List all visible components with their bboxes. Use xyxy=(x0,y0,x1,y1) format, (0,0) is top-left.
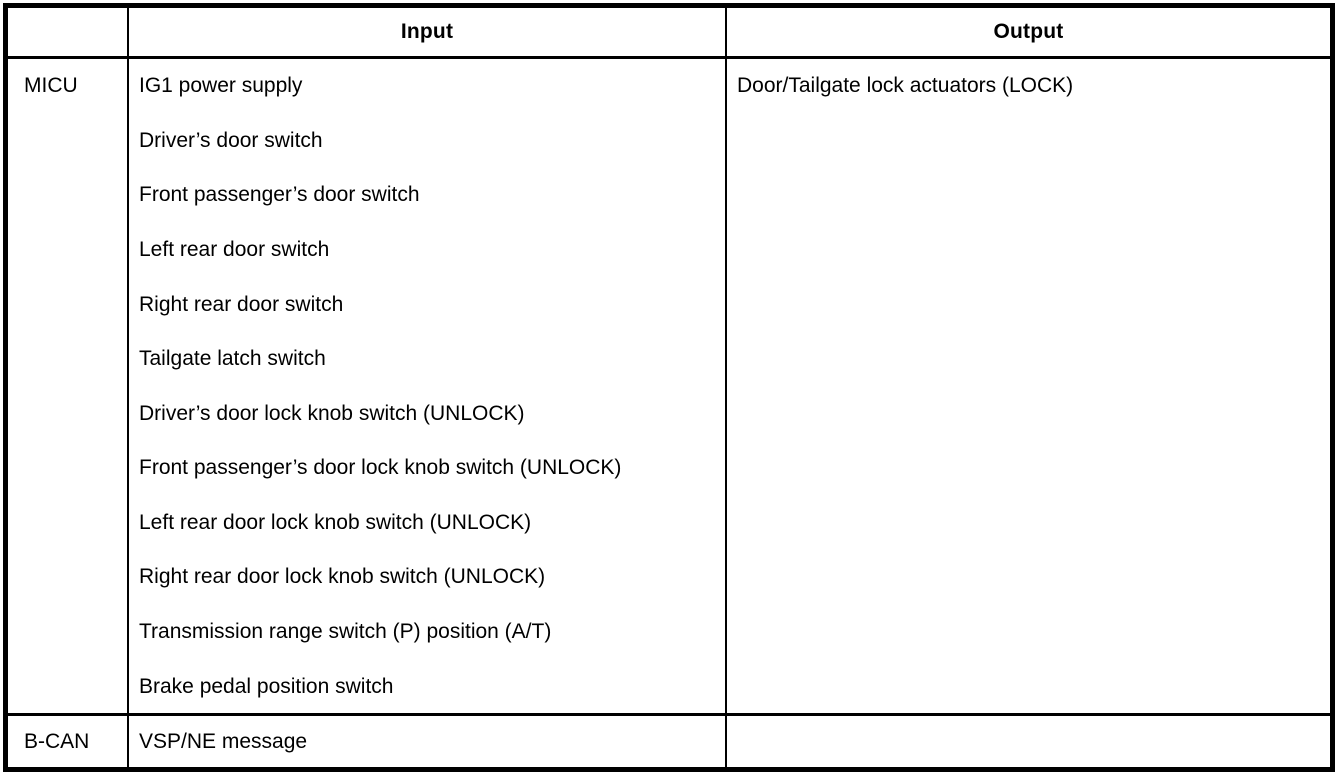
input-item: Right rear door lock knob switch (UNLOCK… xyxy=(139,565,546,589)
input-item: Right rear door switch xyxy=(139,292,344,316)
bcan-input-list: VSP/NE message xyxy=(129,716,727,767)
micu-output-list: Door/Tailgate lock actuators (LOCK) xyxy=(727,59,1330,716)
input-column-header: Input xyxy=(129,8,727,59)
bcan-output-list xyxy=(727,716,1330,767)
input-item: Brake pedal position switch xyxy=(139,674,394,698)
input-item: Front passenger’s door lock knob switch … xyxy=(139,456,622,480)
corner-header-cell xyxy=(8,8,129,59)
source-cell-micu: MICU xyxy=(8,59,129,716)
source-label-bcan: B-CAN xyxy=(24,729,90,753)
input-item: Left rear door lock knob switch (UNLOCK) xyxy=(139,510,532,534)
micu-input-list: IG1 power supply Driver’s door switch Fr… xyxy=(129,59,727,716)
output-item: Door/Tailgate lock actuators (LOCK) xyxy=(737,74,1074,98)
input-item: IG1 power supply xyxy=(139,74,303,98)
input-item: VSP/NE message xyxy=(139,729,308,753)
source-cell-bcan: B-CAN xyxy=(8,716,129,767)
input-item: Driver’s door lock knob switch (UNLOCK) xyxy=(139,401,525,425)
output-column-header: Output xyxy=(727,8,1330,59)
input-item: Driver’s door switch xyxy=(139,128,323,152)
input-output-table: Input Output MICU IG1 power supply Drive… xyxy=(3,3,1335,772)
source-label-micu: MICU xyxy=(24,74,78,98)
input-item: Left rear door switch xyxy=(139,238,330,262)
input-item: Transmission range switch (P) position (… xyxy=(139,620,552,644)
input-item: Tailgate latch switch xyxy=(139,347,326,371)
input-item: Front passenger’s door switch xyxy=(139,183,420,207)
